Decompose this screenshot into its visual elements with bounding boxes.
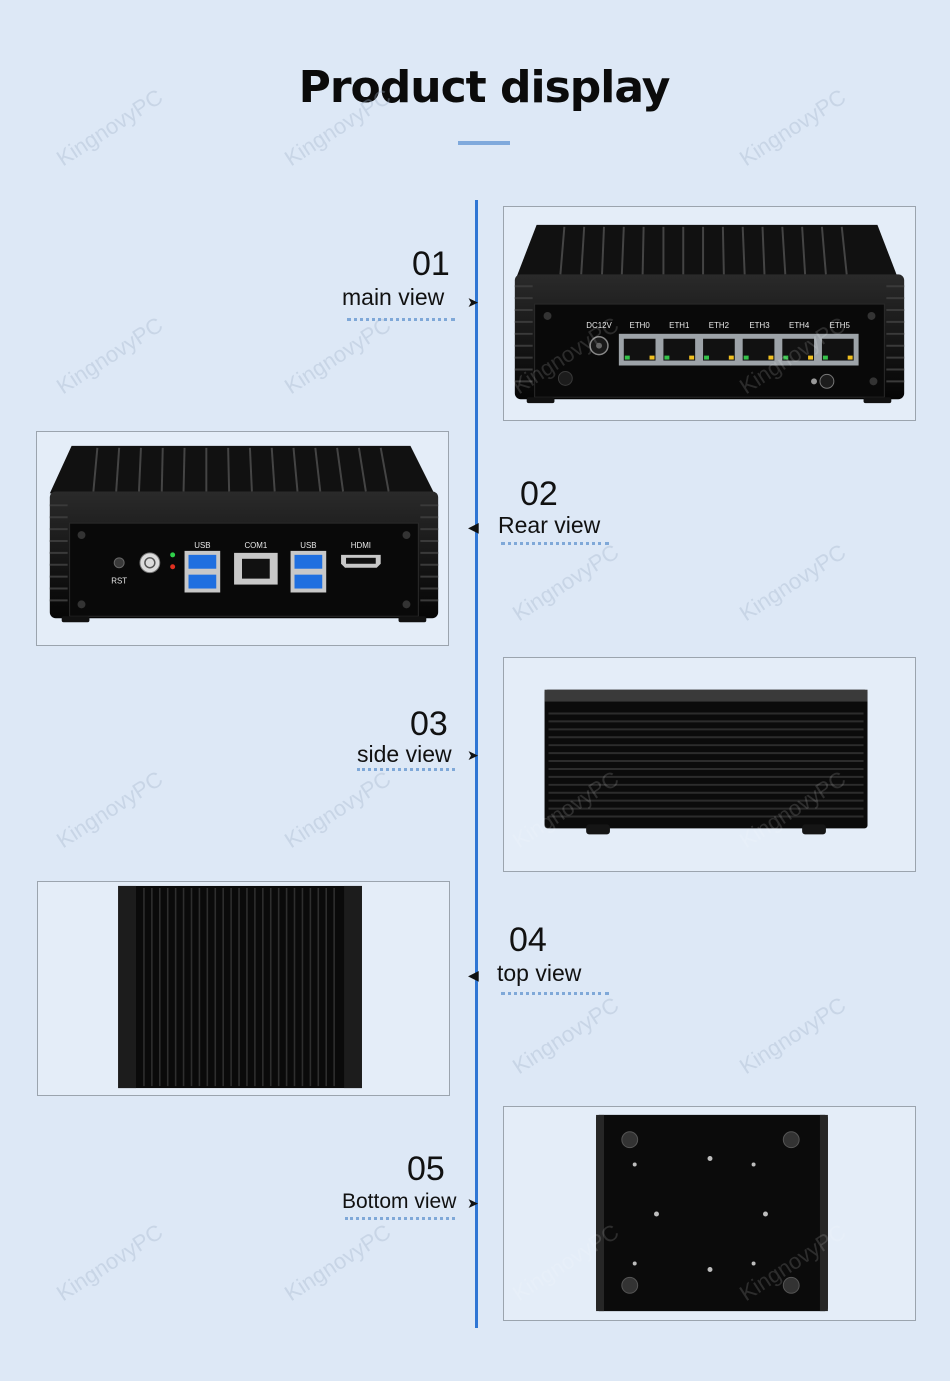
port-label: ETH4 <box>789 321 810 330</box>
watermark: KingnovyPC <box>52 312 168 399</box>
watermark: KingnovyPC <box>735 992 851 1079</box>
main-view-image: DC12V ETH0 ETH1 ETH2 ETH3 ETH4 ETH5 <box>503 206 916 421</box>
bottom-view-image <box>503 1106 916 1321</box>
page-title: Product display <box>298 62 671 113</box>
port-label: ETH5 <box>830 321 851 330</box>
arrow-right-icon: ➤ <box>467 294 479 310</box>
rst-label: RST <box>111 577 127 586</box>
dotted-underline <box>501 992 609 995</box>
arrow-left-icon: ◀ <box>468 967 479 983</box>
top-view-device <box>118 885 362 1089</box>
view-number: 04 <box>509 921 547 959</box>
port-label: ETH2 <box>709 321 729 330</box>
view-name: Bottom view <box>342 1190 457 1213</box>
arrow-right-icon: ➤ <box>467 747 479 763</box>
watermark: KingnovyPC <box>280 766 396 853</box>
side-view-image <box>503 657 916 872</box>
view-number: 03 <box>410 705 448 743</box>
watermark: KingnovyPC <box>508 539 624 626</box>
view-number: 01 <box>412 245 450 283</box>
top-view-image <box>37 881 450 1096</box>
watermark: KingnovyPC <box>52 766 168 853</box>
watermark: KingnovyPC <box>735 539 851 626</box>
watermark: KingnovyPC <box>280 1219 396 1306</box>
dotted-underline <box>501 542 609 545</box>
dotted-underline <box>347 318 455 321</box>
timeline-line <box>475 200 478 1328</box>
view-number: 05 <box>407 1150 445 1188</box>
arrow-right-icon: ➤ <box>467 1195 479 1211</box>
port-label: ETH0 <box>630 321 651 330</box>
bottom-view-device <box>596 1114 828 1312</box>
dc12v-label: DC12V <box>586 321 612 330</box>
watermark: KingnovyPC <box>52 1219 168 1306</box>
dotted-underline <box>357 768 455 771</box>
arrow-left-icon: ◀ <box>468 519 479 535</box>
view-number: 02 <box>520 475 558 513</box>
rear-view-image: RST USB COM1 USB HDMI <box>36 431 449 646</box>
watermark: KingnovyPC <box>280 312 396 399</box>
hdmi-label: HDMI <box>351 541 371 550</box>
rear-view-device: RST USB COM1 USB HDMI <box>49 445 439 623</box>
view-name: side view <box>357 741 452 767</box>
view-name: Rear view <box>498 512 601 538</box>
view-name: main view <box>342 284 445 310</box>
port-label: ETH3 <box>749 321 770 330</box>
usb-label: USB <box>194 541 210 550</box>
title-underline <box>458 141 510 145</box>
usb-label: USB <box>300 541 316 550</box>
watermark: KingnovyPC <box>508 992 624 1079</box>
view-name: top view <box>497 960 582 986</box>
main-view-device: DC12V ETH0 ETH1 ETH2 ETH3 ETH4 ETH5 <box>514 224 905 404</box>
side-view-device <box>544 689 868 835</box>
com1-label: COM1 <box>244 541 267 550</box>
dotted-underline <box>345 1217 455 1220</box>
port-label: ETH1 <box>669 321 690 330</box>
